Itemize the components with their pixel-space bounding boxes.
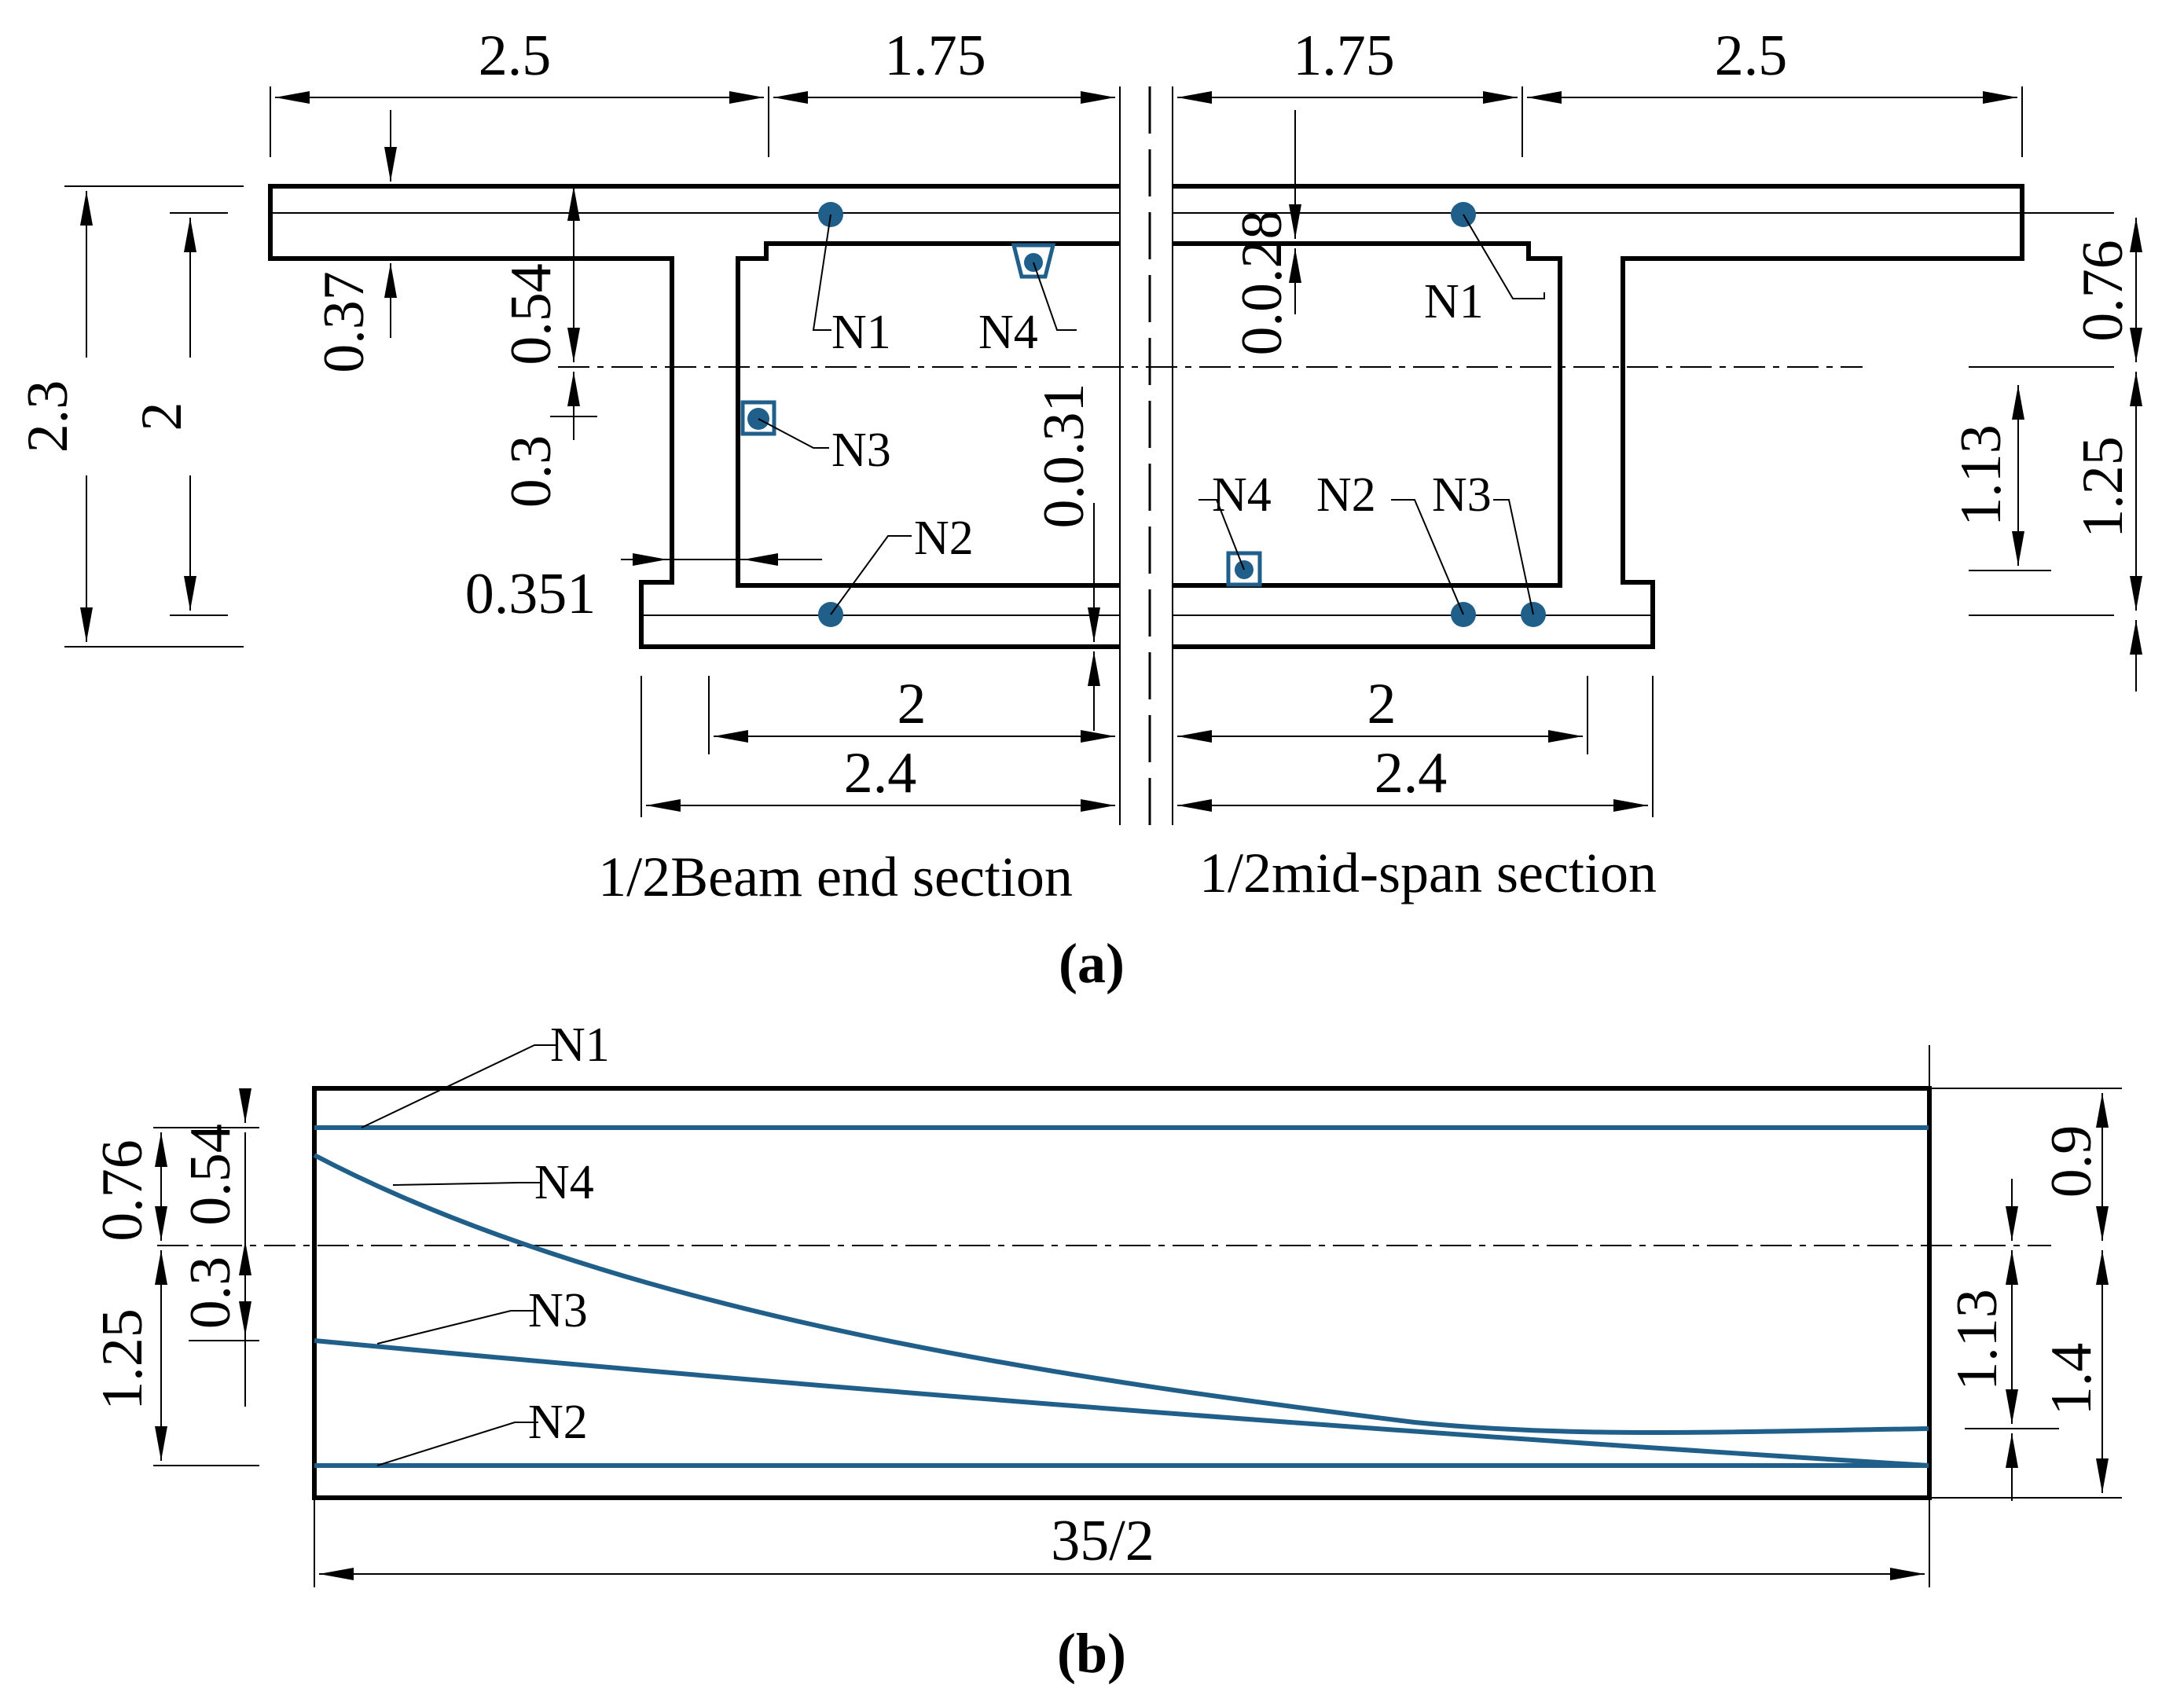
duct-n3-left	[740, 400, 776, 436]
dim-b-076: 0.76	[90, 1139, 155, 1242]
label-n3-left: N3	[831, 424, 891, 477]
dim-054: 0.54	[499, 263, 563, 365]
dim-b-054: 0.54	[178, 1124, 243, 1226]
dim-height-2: 2	[130, 402, 194, 431]
dim-flange: 0.37	[312, 271, 376, 373]
label-n1-right: N1	[1424, 275, 1484, 328]
figure-a-labels: 2.5 1.75 1.75 2.5 2.3 2 0.37 0.54 0.3 0.…	[16, 24, 2135, 995]
dim-00-28: 0.0.28	[1230, 211, 1294, 356]
beam-end-outline	[268, 184, 1120, 649]
caption-beam-end: 1/2Beam end section	[598, 846, 1073, 908]
duct-n4-right	[1226, 551, 1262, 587]
dim-b-09: 0.9	[2039, 1125, 2104, 1198]
dim-right-076: 0.76	[2071, 240, 2135, 342]
label-n4-right: N4	[1212, 468, 1272, 522]
dim-00-31: 0.0.31	[1032, 383, 1096, 529]
label-n3-b: N3	[528, 1284, 588, 1337]
profile-n3	[314, 1338, 1930, 1468]
profile-n4	[313, 1153, 1930, 1435]
figure-b	[153, 1044, 2122, 1587]
dim-bottom-right-24: 2.4	[1375, 741, 1448, 805]
dim-top-right-outer: 2.5	[1715, 24, 1788, 88]
label-n4-b: N4	[534, 1156, 594, 1209]
figure-a	[64, 86, 2142, 825]
caption-mid-span: 1/2mid-span section	[1199, 842, 1657, 904]
dim-b-03: 0.3	[178, 1257, 243, 1330]
tendons-b	[313, 1125, 1930, 1468]
label-n1-left: N1	[831, 306, 891, 359]
dim-0351: 0.351	[465, 562, 596, 626]
dim-top-left-inner: 1.75	[884, 24, 986, 88]
dim-top-right-inner: 1.75	[1293, 24, 1395, 88]
label-n2-b: N2	[528, 1396, 588, 1449]
dim-b-125: 1.25	[90, 1308, 155, 1411]
dim-03: 0.3	[499, 435, 563, 508]
label-n3-right: N3	[1432, 468, 1492, 522]
dim-right-125: 1.25	[2071, 436, 2135, 538]
dim-bottom-left-2: 2	[897, 672, 927, 736]
dim-right-113: 1.13	[1949, 424, 2013, 526]
dim-b-length: 35/2	[1051, 1509, 1154, 1573]
label-n1-b: N1	[550, 1018, 610, 1072]
dim-top-left-outer: 2.5	[479, 24, 552, 88]
dim-total-height: 2.3	[16, 380, 80, 453]
mid-span-outline	[1173, 184, 2024, 649]
sublabel-a: (a)	[1059, 932, 1125, 995]
dim-b-113: 1.13	[1945, 1289, 2010, 1391]
figure-b-labels: N1 N4 N3 N2 1.25 0.76 0.54 0.3 0.9 1.13 …	[90, 1018, 2104, 1685]
dim-b-14: 1.4	[2039, 1343, 2104, 1416]
label-n2-left: N2	[914, 512, 974, 565]
sublabel-b: (b)	[1057, 1622, 1126, 1685]
duct-n4-left	[1011, 243, 1056, 279]
label-n2-right: N2	[1316, 468, 1376, 522]
dim-bottom-right-2: 2	[1367, 672, 1397, 736]
dim-bottom-left-24: 2.4	[844, 741, 917, 805]
label-n4-left: N4	[978, 306, 1038, 359]
